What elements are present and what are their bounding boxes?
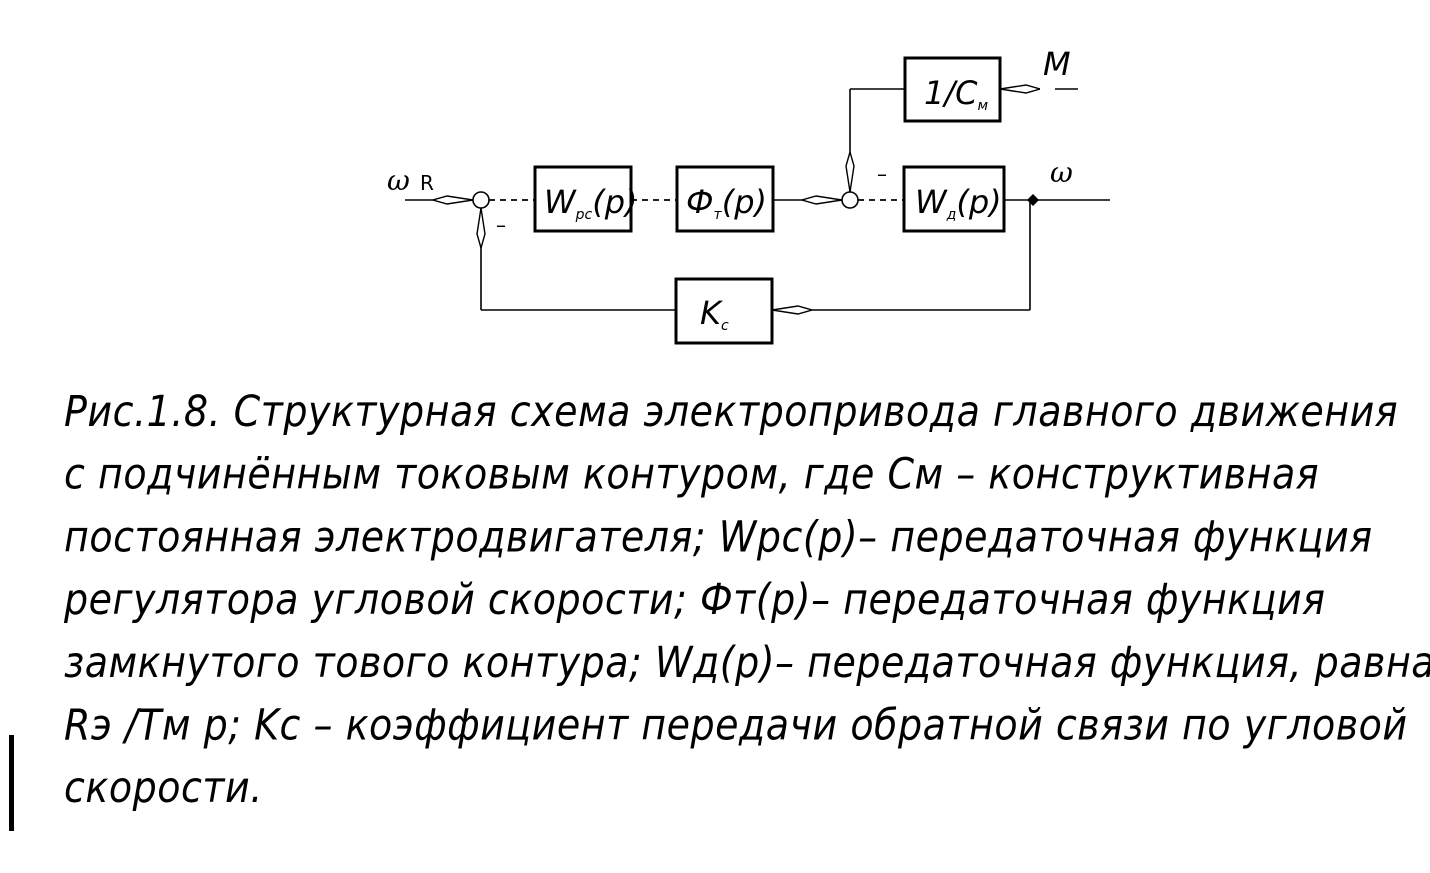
block-cm-sub: м [977,98,988,114]
block-wd: Wд(p) [902,165,1006,233]
block-phi: Фт(p) [675,165,775,233]
block-phi-main: Ф [686,183,714,221]
branch-point [1027,194,1039,206]
block-wd-main: W [915,183,948,221]
input-omega-sub: R [420,171,434,195]
block-phi-sub: т [714,207,723,223]
block-cm-main: 1/C [924,74,978,112]
block-wpc-arg: (p) [592,183,637,221]
block-wpc: Wрс(p) [533,165,638,233]
svg-text:1/Cм: 1/Cм [924,74,988,114]
block-diagram: ω R – Wрс(p) Фт(p) – Wд(p) ω [387,45,1110,345]
svg-text:Kc: Kc [700,294,729,334]
block-wd-sub: д [946,207,957,223]
caption-line-1: Рис.1.8. Структурная схема электропривод… [64,386,1399,436]
caption-line-3: постоянная электродвигателя; Wрс(p)– пер… [64,512,1373,562]
sum2-minus-sign: – [877,162,887,186]
margin-bar [9,735,14,831]
block-kc-sub: c [721,318,729,334]
figure-caption: Рис.1.8. Структурная схема электропривод… [64,380,1430,819]
block-kc-main: K [700,294,724,332]
block-wd-arg: (p) [956,183,1001,221]
block-kc: Kc [674,277,774,345]
summing-junction-1 [472,191,490,209]
caption-line-2: с подчинённым токовым контуром, где Cм –… [64,449,1320,499]
block-wpc-sub: рс [575,207,593,223]
svg-text:Wд(p): Wд(p) [915,183,1002,223]
input-omega-label: ω [387,164,410,197]
caption-line-5: замкнутого тового контура; Wд(p)– переда… [64,637,1430,687]
caption-line-7: скорости. [64,763,263,813]
block-wpc-main: W [544,183,577,221]
caption-line-6: Rэ /Tм p; Kс – коэффициент передачи обра… [64,700,1408,750]
summing-junction-2 [841,191,859,209]
output-omega-label: ω [1050,156,1073,189]
block-cm: 1/Cм [903,56,1002,123]
sum1-minus-sign: – [496,213,506,237]
disturbance-label: M [1043,45,1071,83]
svg-text:Фт(p): Фт(p) [686,183,767,223]
caption-line-4: регулятора угловой скорости; Фт(p)– пере… [64,574,1326,625]
svg-text:Wрс(p): Wрс(p) [544,183,638,223]
block-phi-arg: (p) [722,183,767,221]
